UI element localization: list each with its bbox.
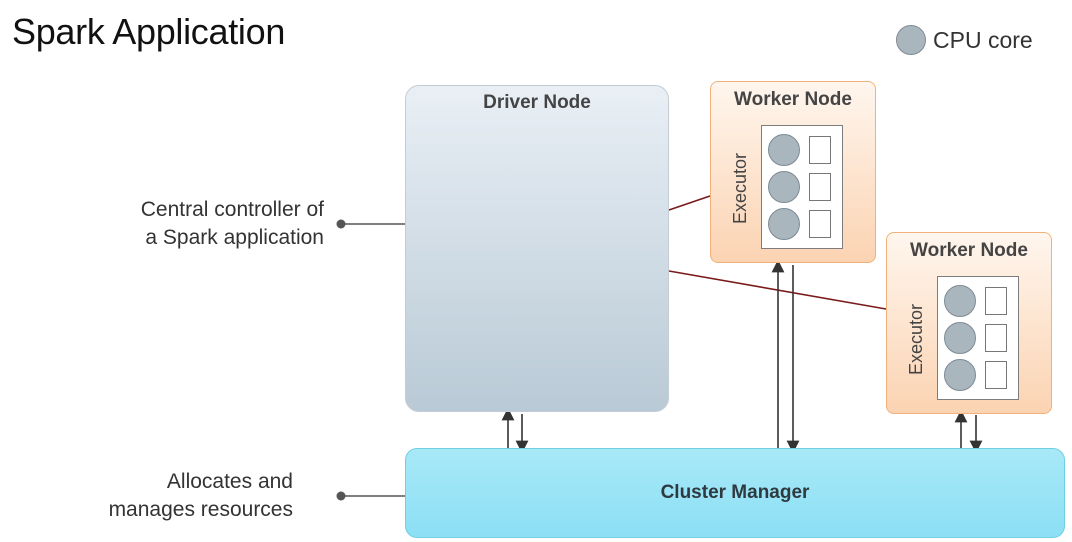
- cluster-annotation-line1: Allocates and: [166, 470, 293, 493]
- driver-annotation: Central controller of a Spark applicatio…: [24, 196, 324, 252]
- driver-worker1-link: [668, 195, 711, 211]
- task-slot: [809, 210, 831, 238]
- cpu-core-icon: [768, 134, 800, 166]
- driver-leader-dot: [336, 219, 346, 229]
- legend: CPU core: [896, 24, 1033, 56]
- cluster-annotation-line2: manages resources: [108, 498, 293, 521]
- worker-node-2-title: Worker Node: [910, 240, 1028, 261]
- worker-node-2-executor-label: Executor: [906, 303, 927, 375]
- driver-annotation-line1: Central controller of: [140, 198, 324, 221]
- worker-node-1-executor-label: Executor: [730, 152, 751, 224]
- driver-node-title: Driver Node: [483, 92, 591, 113]
- cpu-core-icon: [768, 208, 800, 240]
- driver-annotation-line2: a Spark application: [145, 226, 324, 249]
- cluster-manager: Cluster Manager: [405, 448, 1065, 538]
- worker-node-1-executor: [761, 125, 843, 249]
- cpu-core-icon: [944, 359, 976, 391]
- task-slot: [809, 173, 831, 201]
- cluster-manager-title: Cluster Manager: [660, 482, 810, 503]
- diagram-title: Spark Application: [12, 11, 286, 52]
- worker-node-1: Worker Node Executor: [710, 81, 876, 263]
- legend-label: CPU core: [933, 26, 1033, 53]
- cluster-leader-dot: [336, 491, 346, 501]
- cpu-core-icon: [768, 171, 800, 203]
- worker-node-2-executor: [937, 276, 1019, 400]
- driver-node: Driver Node: [405, 85, 669, 412]
- task-slot: [985, 287, 1007, 315]
- task-slot: [985, 361, 1007, 389]
- cpu-core-icon: [944, 285, 976, 317]
- worker-node-1-title: Worker Node: [734, 89, 852, 110]
- task-slot: [809, 136, 831, 164]
- legend-cpu-core-icon: [896, 25, 926, 55]
- cpu-core-icon: [944, 322, 976, 354]
- worker-node-2: Worker Node Executor: [886, 232, 1052, 414]
- cluster-annotation: Allocates and manages resources: [0, 468, 293, 524]
- task-slot: [985, 324, 1007, 352]
